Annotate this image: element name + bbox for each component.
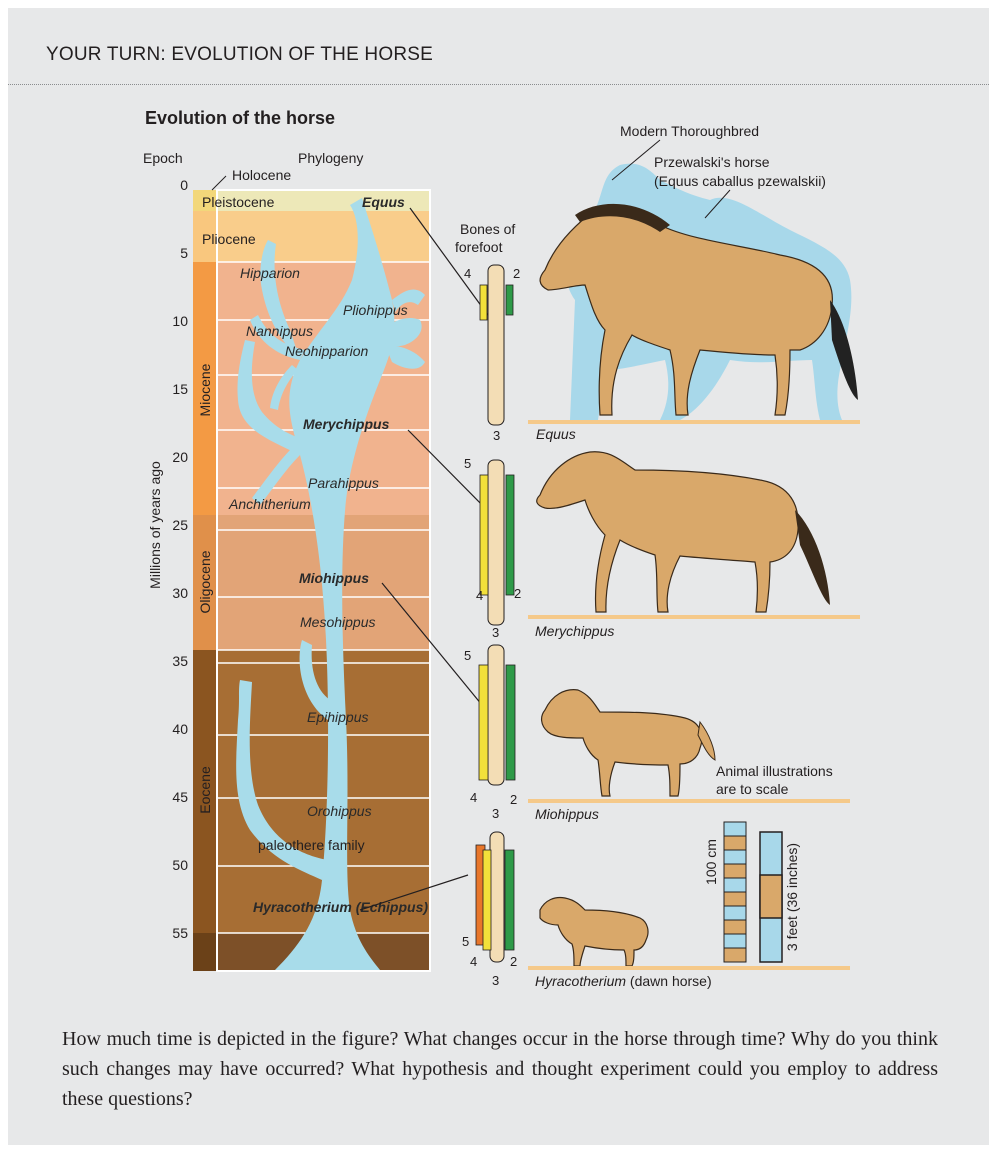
tick-35: 35 <box>172 653 188 669</box>
merychippus-caption: Merychippus <box>535 623 614 639</box>
genus-orohippus: Orohippus <box>307 803 372 819</box>
tick-25: 25 <box>172 517 188 533</box>
forefoot-merychippus: 5 4 2 3 <box>464 456 521 640</box>
tick-40: 40 <box>172 721 188 737</box>
svg-text:3: 3 <box>492 973 499 988</box>
genus-paleothere: paleothere family <box>258 837 365 853</box>
svg-text:3: 3 <box>492 806 499 821</box>
scale-cm-label: 100 cm <box>703 839 719 885</box>
holocene-label: Holocene <box>232 167 291 183</box>
genus-miohippus: Miohippus <box>299 570 369 586</box>
hyracotherium-illustration <box>540 898 648 967</box>
merychippus-illustration <box>537 452 830 612</box>
svg-text:5: 5 <box>464 456 471 471</box>
genus-hyracotherium: Hyracotherium (Echippus) <box>253 899 428 915</box>
svg-text:4: 4 <box>476 588 483 603</box>
epoch-header: Epoch <box>143 150 183 166</box>
svg-text:4: 4 <box>470 790 477 805</box>
svg-text:5: 5 <box>462 934 469 949</box>
discussion-question: How much time is depicted in the figure?… <box>62 1024 938 1114</box>
tick-10: 10 <box>172 313 188 329</box>
hyracotherium-caption: Hyracotherium (dawn horse) <box>535 973 712 989</box>
figure-title: Evolution of the horse <box>145 108 335 128</box>
genus-equus: Equus <box>362 194 405 210</box>
svg-text:4: 4 <box>464 266 471 281</box>
svg-text:2: 2 <box>510 792 517 807</box>
genus-parahippus: Parahippus <box>308 475 379 491</box>
svg-text:2: 2 <box>510 954 517 969</box>
svg-text:4: 4 <box>470 954 477 969</box>
forefoot-miohippus: 5 4 2 3 <box>464 645 517 821</box>
oligocene-label: Oligocene <box>197 550 213 613</box>
genus-nannippus: Nannippus <box>246 323 313 339</box>
forefoot-equus: 4 2 3 <box>464 265 520 443</box>
tick-20: 20 <box>172 449 188 465</box>
scale-note-1: Animal illustrations <box>716 763 833 779</box>
eocene-label: Eocene <box>197 766 213 814</box>
tick-55: 55 <box>172 925 188 941</box>
scale-bar-cm <box>724 822 746 962</box>
svg-text:2: 2 <box>514 586 521 601</box>
scale-note-2: are to scale <box>716 781 789 797</box>
miohippus-caption: Miohippus <box>535 806 599 822</box>
pleistocene-label: Pleistocene <box>202 194 275 210</box>
pliocene-label: Pliocene <box>202 231 256 247</box>
miocene-label: Miocene <box>197 363 213 416</box>
przewalski-latin: (Equus caballus pzewalskii) <box>654 173 826 189</box>
svg-text:3: 3 <box>493 428 500 443</box>
genus-pliohippus: Pliohippus <box>343 302 408 318</box>
tick-45: 45 <box>172 789 188 805</box>
tick-50: 50 <box>172 857 188 873</box>
scale-feet-label: 3 feet (36 inches) <box>784 843 800 951</box>
bones-label-1: Bones of <box>460 221 515 237</box>
forefoot-hyracotherium: 5 4 2 3 <box>462 832 517 988</box>
holocene-leader <box>212 176 226 190</box>
horse-evolution-figure: Evolution of the horse Epoch Phylogeny M… <box>0 0 997 1010</box>
svg-text:2: 2 <box>513 266 520 281</box>
genus-merychippus: Merychippus <box>303 416 390 432</box>
tick-5: 5 <box>180 245 188 261</box>
tick-15: 15 <box>172 381 188 397</box>
tick-0: 0 <box>180 177 188 193</box>
tick-30: 30 <box>172 585 188 601</box>
genus-hipparion: Hipparion <box>240 265 300 281</box>
svg-text:5: 5 <box>464 648 471 663</box>
genus-neohipparion: Neohipparion <box>285 343 368 359</box>
bones-label-2: forefoot <box>455 239 503 255</box>
przewalski-label: Przewalski's horse <box>654 154 770 170</box>
y-axis-label: Millions of years ago <box>147 461 163 589</box>
miohippus-illustration <box>542 690 715 796</box>
scale-bar-feet <box>760 832 782 962</box>
thoroughbred-label: Modern Thoroughbred <box>620 123 759 139</box>
paleocene-bar <box>193 933 217 971</box>
tick-labels: 0 5 10 15 20 25 30 35 40 45 50 55 <box>172 177 188 941</box>
phylogeny-header: Phylogeny <box>298 150 363 166</box>
equus-caption: Equus <box>536 426 576 442</box>
genus-anchitherium: Anchitherium <box>228 496 311 512</box>
genus-mesohippus: Mesohippus <box>300 614 376 630</box>
svg-text:3: 3 <box>492 625 499 640</box>
genus-epihippus: Epihippus <box>307 709 369 725</box>
